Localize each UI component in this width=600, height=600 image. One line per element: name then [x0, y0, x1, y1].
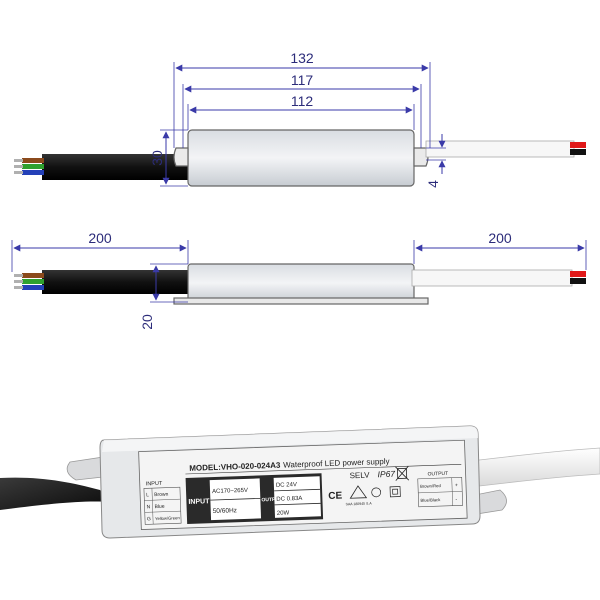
- pin-n: N: [146, 504, 150, 510]
- pin-g: G: [147, 516, 151, 522]
- dim-117: 117: [291, 72, 314, 88]
- dim-20: 20: [139, 314, 155, 330]
- ce-mark: CE: [328, 491, 343, 502]
- output-header: OUTPUT: [428, 471, 449, 478]
- output-tag: OUTPUT: [261, 497, 282, 504]
- class-ii-icon: [389, 486, 401, 498]
- selv-mark: SELV: [349, 471, 370, 481]
- input-cable: [42, 154, 190, 180]
- output-wire-pos: Brown/Red: [420, 483, 442, 489]
- input-wire-ends-side: [14, 273, 44, 290]
- saa-text: SAA 180945 S.A: [346, 501, 373, 506]
- dim-132: 132: [290, 50, 314, 66]
- photo-output-cable: [461, 447, 600, 489]
- ip67-mark: IP67: [377, 469, 395, 480]
- mount-tab-left: [173, 147, 189, 167]
- dim-200-output: 200: [488, 230, 512, 246]
- output-cable-side: [411, 269, 573, 287]
- dim-200-input: 200: [88, 230, 112, 246]
- top-view: 132 117 112 30 4: [14, 50, 586, 188]
- wire-brown-label: Brown: [154, 492, 169, 498]
- photo-input-cable: [0, 477, 110, 510]
- output-cable-top: [425, 140, 575, 158]
- wire-blue-label: Blue: [154, 504, 164, 510]
- output-voltage: DC 24V: [276, 482, 297, 489]
- product-label: MODEL:VHO-020-024A3 Waterproof LED power…: [138, 439, 468, 530]
- input-cable-side: [42, 270, 190, 294]
- input-freq: 50/60Hz: [213, 507, 237, 515]
- power-rating: 20W: [277, 510, 290, 516]
- input-header: INPUT: [146, 481, 163, 488]
- housing-side: [187, 263, 415, 303]
- flange-side: [173, 297, 429, 305]
- wire-yellow-green-label: Yellow/Green: [155, 515, 181, 521]
- output-wire-neg: Blue/Black: [420, 497, 441, 503]
- input-wire-ends: [14, 158, 44, 175]
- output-sign-pos: +: [455, 482, 458, 488]
- dim-4: 4: [425, 180, 441, 188]
- output-current: DC 0.83A: [276, 496, 302, 503]
- model-text: MODEL:VHO-020-024A3: [189, 461, 281, 473]
- housing-top: [187, 129, 415, 187]
- certification-circle-icon: [371, 487, 382, 498]
- description-text: Waterproof LED power supply: [283, 457, 390, 470]
- weee-bin-icon: [395, 465, 410, 481]
- dim-112: 112: [291, 93, 314, 109]
- dim-30: 30: [149, 150, 165, 166]
- input-tag: INPUT: [188, 498, 210, 506]
- product-photo: MODEL:VHO-020-024A3 Waterproof LED power…: [0, 425, 600, 539]
- saa-triangle-icon: [349, 485, 368, 499]
- input-voltage: AC170~265V: [212, 488, 248, 495]
- side-view: 200 200 20: [11, 230, 587, 330]
- pin-l: L: [146, 492, 149, 498]
- output-sign-neg: -: [455, 497, 457, 503]
